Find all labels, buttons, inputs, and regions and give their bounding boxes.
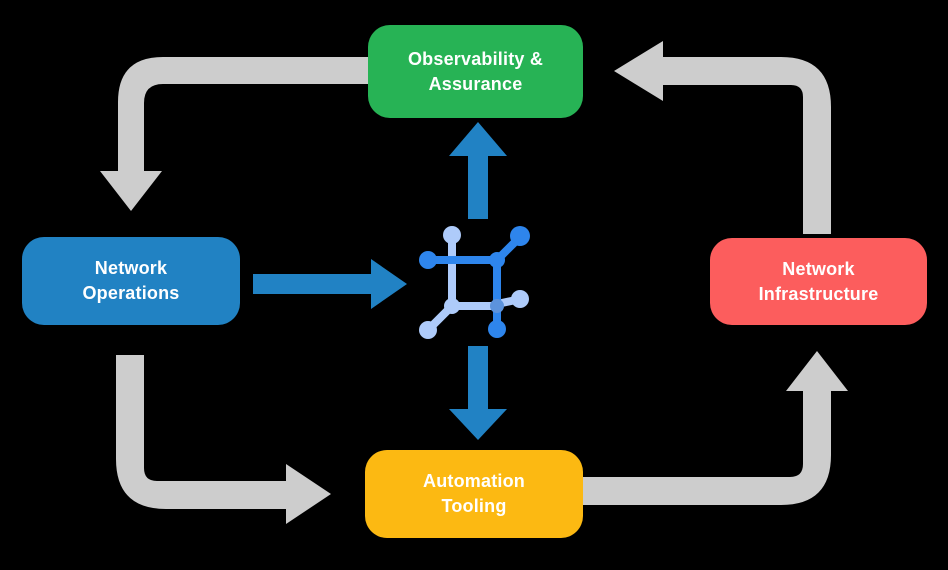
arrow-operations-to-automation (116, 355, 331, 524)
network-mesh-icon-light-strands (419, 226, 529, 339)
node-automation-tooling: Automation Tooling (365, 450, 583, 538)
node-label-infrastructure: Network Infrastructure (758, 258, 879, 304)
arrow-observability-to-operations (100, 57, 372, 211)
node-label-observability: Observability & Assurance (407, 48, 544, 94)
arrow-center-to-observability (449, 122, 507, 219)
node-label-automation: Automation Tooling (423, 471, 525, 516)
node-label-operations: Network Operations (82, 258, 180, 303)
node-network-infrastructure: Network Infrastructure (710, 238, 927, 325)
network-mesh-icon-dark-strands (419, 226, 530, 338)
network-mesh-icon (419, 226, 530, 339)
node-network-operations: Network Operations (22, 237, 240, 325)
network-mesh-icon-corner-node (490, 299, 504, 313)
arrow-infrastructure-to-observability (614, 41, 831, 234)
arrow-operations-to-center (253, 259, 407, 309)
arrow-center-to-automation (449, 346, 507, 440)
node-observability-assurance: Observability & Assurance (368, 25, 583, 118)
arrow-automation-to-infrastructure (580, 351, 848, 505)
